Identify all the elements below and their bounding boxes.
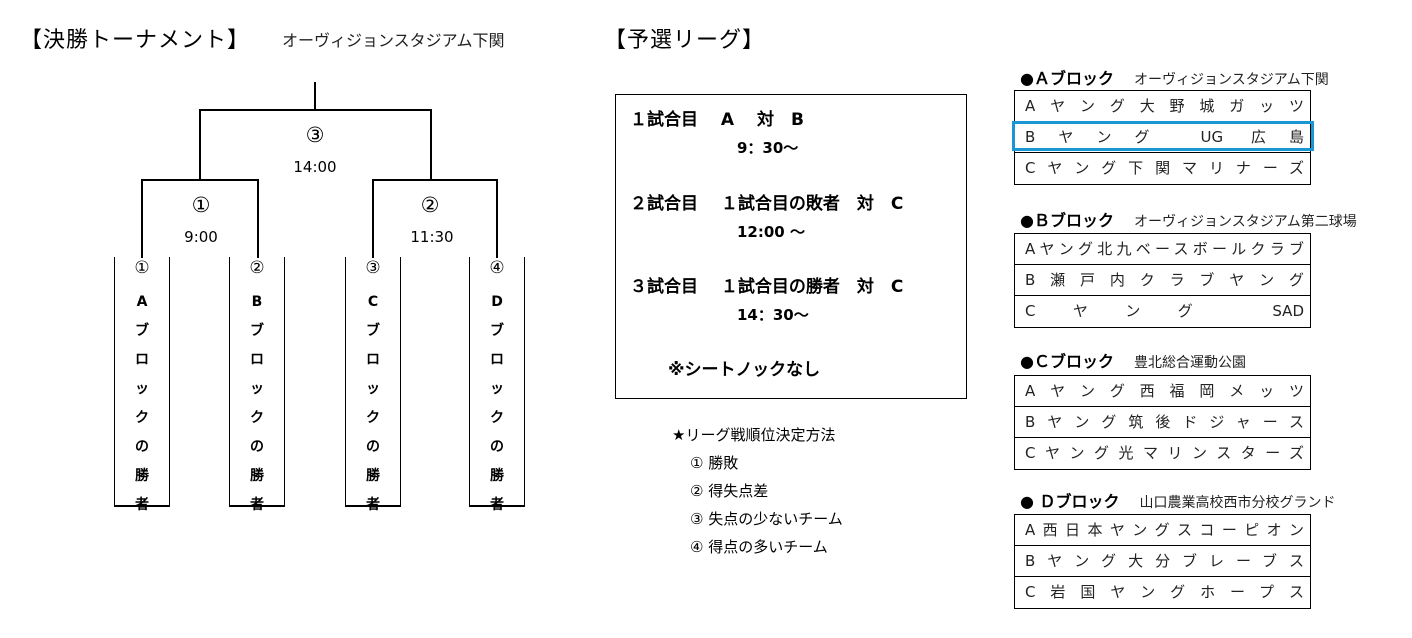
slot-number: ② — [249, 258, 265, 278]
game-1-label: １試合目 A 対 B — [630, 110, 804, 130]
ranking-item: ③ 失点の少ないチーム — [690, 510, 843, 528]
team-row: A西日本ヤングスコーピオン — [1015, 515, 1310, 546]
final-match-number: ③ — [305, 123, 325, 147]
team-row: Aヤング西福岡メッツ — [1015, 376, 1310, 407]
team-row: Cヤング光マリンスターズ — [1025, 444, 1304, 462]
block-b-title: ●Ｂブロックオーヴィジョンスタジアム第二球場 — [1020, 211, 1357, 230]
team-row: Aヤング大野城ガッツ — [1015, 91, 1310, 122]
game-2-label: ２試合目 １試合目の敗者 対 C — [630, 194, 904, 214]
team-row: Bヤング大分ブレーブス — [1015, 546, 1310, 577]
block-d-venue: 山口農業高校西市分校グランド — [1139, 495, 1336, 511]
game-1-time: 9：30～ — [737, 139, 799, 157]
semifinal-2-number: ② — [420, 193, 440, 217]
block-b-table: Aヤング北九ベースボールクラブ B瀬戸内クラブヤング Cヤング SAD — [1014, 233, 1311, 328]
team-row: Cヤング SAD — [1025, 302, 1304, 320]
ranking-title: ★リーグ戦順位決定方法 — [672, 426, 836, 444]
ranking-item: ④ 得点の多いチーム — [690, 538, 828, 556]
semifinal-1-number: ① — [191, 193, 211, 217]
block-c-title: ●Ｃブロック豊北総合運動公園 — [1020, 352, 1246, 371]
league-title: 【予選リーグ】 — [604, 28, 766, 53]
team-row: Cヤング下関マリナーズ — [1025, 159, 1304, 177]
final-venue: オーヴィジョンスタジアム下関 — [282, 31, 505, 50]
block-d-table: A西日本ヤングスコーピオン Bヤング大分ブレーブス C岩国ヤングホープス — [1014, 514, 1311, 609]
block-c-table: Aヤング西福岡メッツ Bヤング筑後ドジャース Cヤング光マリンスターズ — [1014, 375, 1311, 470]
team-row: Aヤング北九ベースボールクラブ — [1015, 234, 1310, 265]
league-schedule-box: １試合目 A 対 B 9：30～ ２試合目 １試合目の敗者 対 C 12:00 … — [615, 94, 967, 399]
ranking-item: ② 得失点差 — [690, 482, 769, 500]
game-3-time: 14：30～ — [737, 306, 809, 324]
team-row: Bヤング筑後ドジャース — [1015, 407, 1310, 438]
block-a-table: Aヤング大野城ガッツ Bヤング UG 広島 Cヤング下関マリナーズ — [1014, 90, 1311, 185]
block-a-title: ●Ａブロックオーヴィジョンスタジアム下関 — [1020, 69, 1329, 88]
semifinal-2-time: 11:30 — [410, 228, 454, 246]
block-a-venue: オーヴィジョンスタジアム下関 — [1133, 72, 1329, 88]
slot-number: ③ — [365, 258, 381, 278]
team-row: C岩国ヤングホープス — [1025, 583, 1304, 601]
game-3-label: ３試合目 １試合目の勝者 対 C — [630, 277, 904, 297]
block-b-venue: オーヴィジョンスタジアム第二球場 — [1133, 214, 1357, 230]
final-title: 【決勝トーナメント】 — [20, 28, 251, 53]
slot-number: ④ — [489, 258, 505, 278]
ranking-item: ① 勝敗 — [690, 454, 739, 472]
game-2-time: 12:00 ～ — [737, 223, 805, 241]
selected-team-highlight — [1012, 121, 1314, 151]
team-row: B瀬戸内クラブヤング — [1015, 265, 1310, 296]
final-match-time: 14:00 — [293, 158, 337, 176]
block-d-title: ● Ｄブロック山口農業高校西市分校グランド — [1020, 492, 1336, 511]
slot-number: ① — [134, 258, 150, 278]
semifinal-1-time: 9:00 — [184, 228, 218, 246]
block-c-venue: 豊北総合運動公園 — [1133, 355, 1246, 371]
seat-knock-note: ※シートノックなし — [668, 360, 821, 380]
team-row: Bヤング UG 広島 — [1015, 122, 1310, 153]
